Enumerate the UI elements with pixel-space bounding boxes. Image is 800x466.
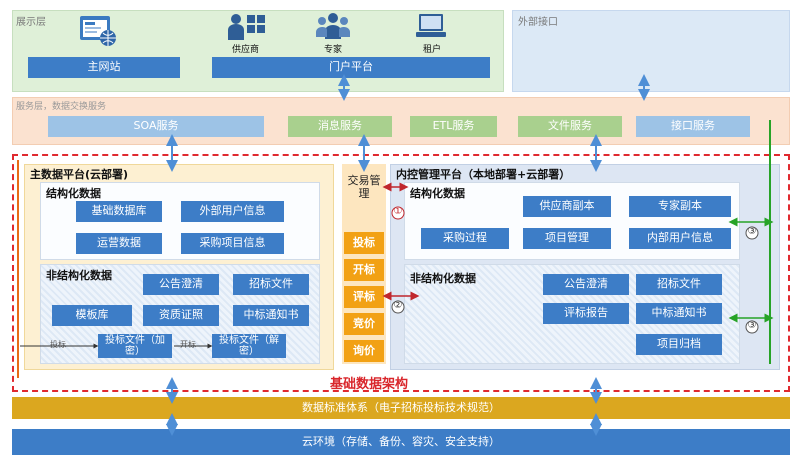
internal-expert-copy: 专家副本 (629, 196, 731, 217)
trade-management-title: 交易管理 (347, 174, 381, 200)
internal-evaluation-report: 评标报告 (543, 303, 629, 324)
marker-1: ① (393, 206, 403, 217)
master-tender-doc: 招标文件 (233, 274, 309, 295)
external-interface-title: 外部接口 (518, 17, 558, 28)
expert-icon (316, 11, 350, 41)
internal-award-notice: 中标通知书 (636, 303, 722, 324)
bid-doc-encrypted: 投标文件（加密） (98, 334, 172, 358)
master-procurement-info: 采购项目信息 (181, 233, 284, 254)
internal-control-title: 内控管理平台（本地部署+云部署） (396, 168, 571, 181)
trade-step-bid: 投标 (344, 232, 384, 254)
arrow-bid-label: 投标 (50, 340, 66, 349)
master-template-lib: 模板库 (52, 305, 132, 326)
master-basic-db: 基础数据库 (76, 201, 162, 222)
marker-3b-circle (745, 320, 759, 334)
foundation-title: 基础数据架构 (330, 377, 409, 392)
message-service: 消息服务 (288, 116, 392, 137)
internal-project-archive: 项目归档 (636, 334, 722, 355)
arrow-open-label: 开标 (180, 340, 196, 349)
trade-step-inquiry: 询价 (344, 340, 384, 362)
file-service: 文件服务 (518, 116, 622, 137)
foundation-frame (12, 154, 790, 392)
marker-3a-circle (745, 226, 759, 240)
marker-3b: ③ (747, 320, 757, 331)
main-site-bar: 主网站 (28, 57, 180, 78)
master-qualification: 资质证照 (143, 305, 219, 326)
internal-procurement-process: 采购过程 (421, 228, 509, 249)
internal-announcement: 公告澄清 (543, 274, 629, 295)
supplier-label: 供应商 (232, 45, 260, 55)
etl-service: ETL服务 (410, 116, 497, 137)
internal-user-info: 内部用户信息 (629, 228, 731, 249)
marker-2-circle (391, 300, 405, 314)
trade-step-auction: 竞价 (344, 313, 384, 335)
website-icon (78, 14, 118, 48)
interface-service: 接口服务 (636, 116, 750, 137)
trade-step-open: 开标 (344, 259, 384, 281)
display-layer-title: 展示层 (16, 17, 46, 28)
portal-bar: 门户平台 (212, 57, 490, 78)
master-external-user-info: 外部用户信息 (181, 201, 284, 222)
trade-step-evaluate: 评标 (344, 286, 384, 308)
bid-doc-decrypted: 投标文件（解密） (212, 334, 286, 358)
expert-label: 专家 (324, 45, 343, 55)
internal-structured-title: 结构化数据 (410, 187, 465, 200)
service-layer-title: 服务层，数据交换服务 (16, 102, 107, 112)
master-data-title: 主数据平台(云部署) (30, 168, 129, 181)
marker-2: ② (393, 300, 403, 311)
external-interface-panel (512, 10, 790, 92)
marker-1-circle (391, 206, 405, 220)
master-announcement: 公告澄清 (143, 274, 219, 295)
master-operation-data: 运营数据 (76, 233, 162, 254)
supplier-icon (227, 12, 267, 42)
master-unstructured-title: 非结构化数据 (46, 269, 112, 282)
tenant-label: 租户 (423, 45, 442, 55)
internal-supplier-copy: 供应商副本 (523, 196, 611, 217)
master-award-notice: 中标通知书 (233, 305, 309, 326)
soa-service: SOA服务 (48, 116, 264, 137)
internal-tender-doc: 招标文件 (636, 274, 722, 295)
master-structured-title: 结构化数据 (46, 187, 101, 200)
internal-project-management: 项目管理 (523, 228, 611, 249)
tenant-icon (416, 12, 446, 40)
internal-unstructured-title: 非结构化数据 (410, 272, 476, 285)
marker-3a: ③ (747, 226, 757, 237)
cloud-bar: 云环境（存储、备份、容灾、安全支持） (12, 429, 790, 455)
